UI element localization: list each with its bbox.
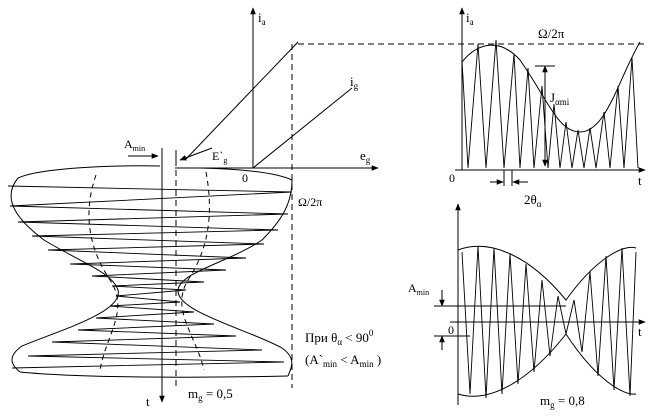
top-right-figure bbox=[455, 7, 646, 186]
label-eg-prime: E`g bbox=[212, 149, 227, 165]
labels-top-right: ia Ω/2π Jαmi 0 t 2θα bbox=[449, 10, 642, 209]
label-amin-left: Amin bbox=[124, 137, 145, 153]
label-note-line1: При θα < 900 bbox=[305, 328, 374, 347]
label-amin-br: Amin bbox=[408, 281, 429, 297]
labels-left: ia ig eg 0 Amin E`g Ω/2π t mg = 0,5 При … bbox=[124, 10, 381, 409]
label-origin-left: 0 bbox=[242, 171, 248, 185]
label-omega-left: Ω/2π bbox=[298, 195, 322, 209]
eg-prime-pointer bbox=[179, 147, 213, 161]
label-origin-br: 0 bbox=[448, 323, 454, 337]
oscillation-br bbox=[461, 245, 637, 399]
label-t-br: t bbox=[638, 324, 642, 339]
label-ia-left: ia bbox=[258, 10, 266, 27]
label-omega-tr: Ω/2π bbox=[538, 26, 565, 41]
labels-bottom-right: Amin 0 t mg = 0,8 bbox=[408, 281, 642, 410]
label-mg-br: mg = 0,8 bbox=[540, 393, 585, 410]
label-note-line2: (A`min < Amin ) bbox=[305, 352, 381, 369]
label-mg-left: mg = 0,5 bbox=[188, 386, 233, 403]
envelope-right-outer bbox=[177, 179, 293, 377]
characteristic-line-ig bbox=[252, 87, 353, 169]
characteristic-line-upper bbox=[184, 41, 299, 161]
label-t-tr: t bbox=[638, 173, 642, 188]
label-two-theta: 2θα bbox=[524, 192, 542, 209]
envelope-bottom-ellipse bbox=[19, 371, 289, 378]
envelope-br-upper bbox=[457, 245, 637, 301]
envelope-top-ellipse bbox=[17, 165, 293, 181]
envelope-tr bbox=[461, 41, 641, 133]
label-j-amplitude: Jαmi bbox=[550, 90, 570, 107]
label-eg-axis: eg bbox=[360, 148, 371, 165]
envelope-left-outer bbox=[10, 177, 119, 373]
inner-envelope-right bbox=[181, 171, 210, 371]
label-t-left: t bbox=[146, 394, 150, 409]
left-figure bbox=[7, 7, 645, 403]
oscillation-tr bbox=[461, 39, 639, 169]
label-ig: ig bbox=[350, 74, 359, 91]
oscillation-zigzag-left bbox=[7, 185, 293, 369]
label-ia-tr: ia bbox=[466, 10, 474, 27]
label-origin-tr: 0 bbox=[449, 171, 455, 185]
bottom-right-figure bbox=[434, 203, 646, 405]
